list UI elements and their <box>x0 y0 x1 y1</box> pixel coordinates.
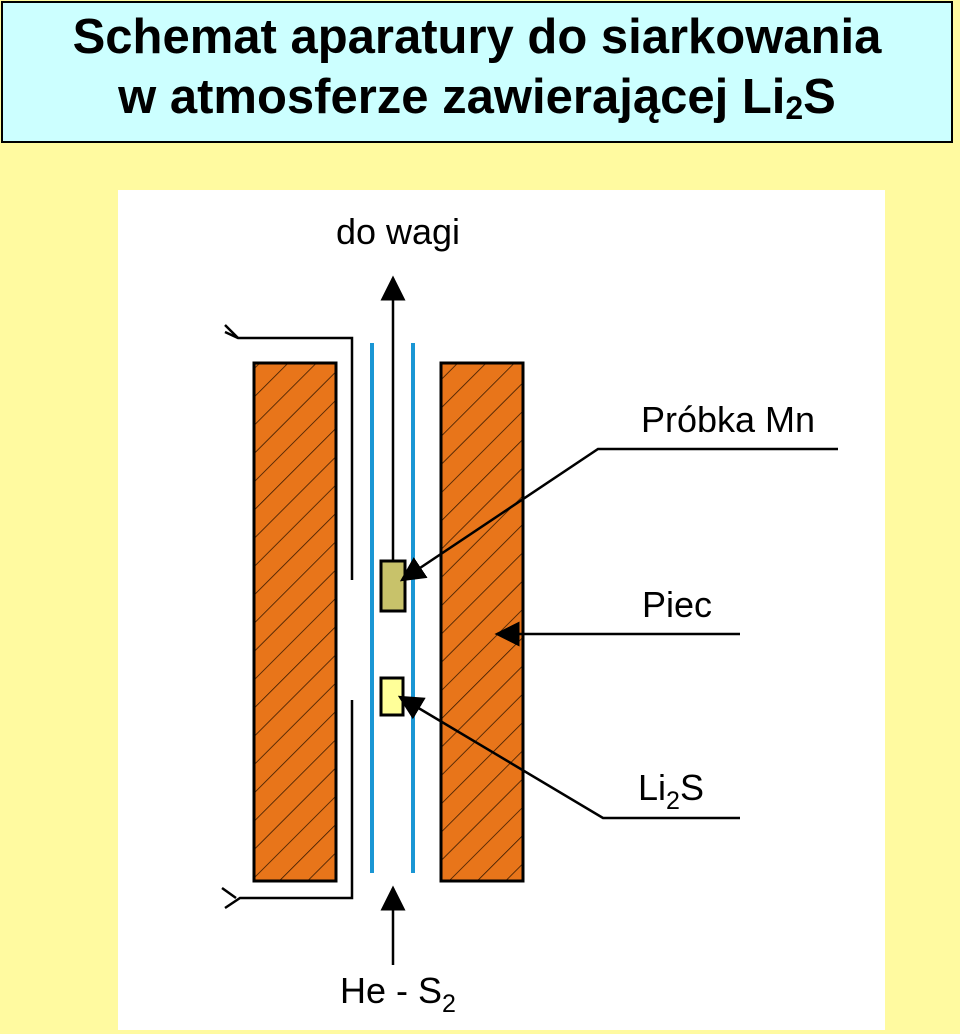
title-line-2: w atmosferze zawierającej Li2S <box>3 69 951 125</box>
label-li2s-main: Li <box>638 767 666 808</box>
title-banner: Schemat aparatury do siarkowania w atmos… <box>1 1 953 143</box>
label-gas-main: He - S <box>340 970 442 1011</box>
label-furnace: Piec <box>642 584 712 625</box>
title-line-1: Schemat aparatury do siarkowania <box>72 10 882 64</box>
li2s-crucible <box>379 676 405 717</box>
jacket-upper-inlet <box>224 324 239 339</box>
title-line-2-suffix: S <box>803 70 836 124</box>
jacket-upper-line <box>224 330 354 580</box>
title-line-2-text: w atmosferze zawierającej Li <box>118 70 786 124</box>
furnace-left-wall <box>252 361 338 883</box>
jacket-lower-inlet <box>221 886 237 900</box>
label-li2s-sub: 2 <box>666 787 680 815</box>
sample-leader-line <box>399 447 838 582</box>
label-do-wagi: do wagi <box>336 211 460 252</box>
jacket-lower-line <box>224 700 354 910</box>
label-gas: He - S2 <box>340 970 456 1018</box>
title-subscript: 2 <box>785 90 804 126</box>
label-gas-sub: 2 <box>442 990 456 1018</box>
label-li2s-suffix: S <box>680 767 704 808</box>
furnace-right-wall <box>439 361 525 883</box>
mn-sample <box>379 559 407 613</box>
li2s-leader-line <box>397 695 740 820</box>
label-sample: Próbka Mn <box>641 399 815 440</box>
label-li2s: Li2S <box>638 767 704 815</box>
